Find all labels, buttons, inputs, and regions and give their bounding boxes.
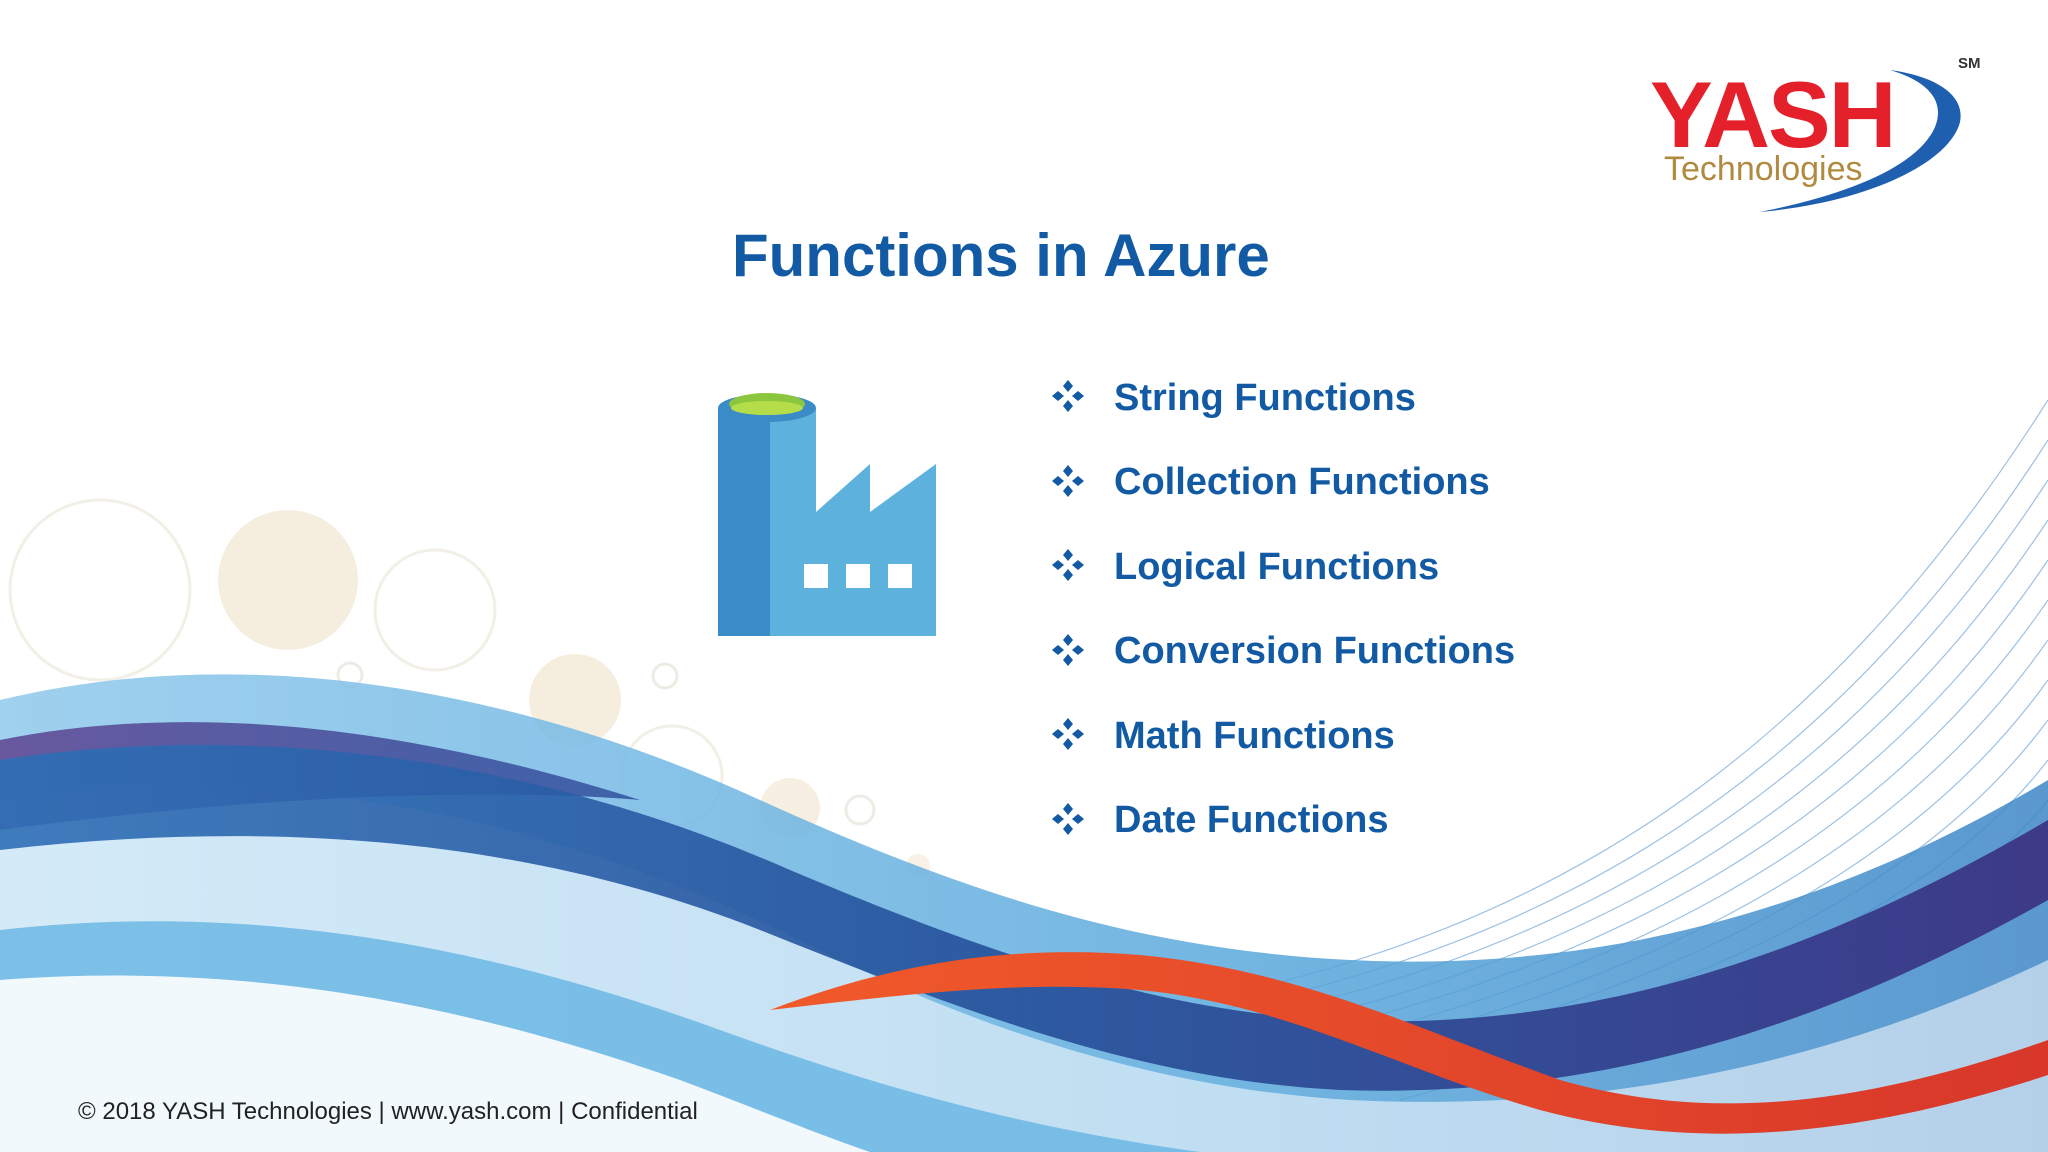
list-item: Logical Functions (1050, 525, 1515, 610)
list-item-label: Logical Functions (1114, 545, 1440, 588)
four-diamond-bullet-icon (1050, 632, 1100, 672)
four-diamond-bullet-icon (1050, 547, 1100, 587)
functions-list: String Functions Collection Functions Lo… (1050, 356, 1515, 863)
list-item: Conversion Functions (1050, 610, 1515, 695)
list-item: String Functions (1050, 356, 1515, 441)
logo-wordmark: YASH (1650, 62, 1897, 167)
logo-swoosh (1760, 70, 1961, 212)
logo-service-mark: SM (1958, 55, 1981, 72)
four-diamond-bullet-icon (1050, 463, 1100, 503)
list-item-label: Conversion Functions (1114, 630, 1516, 673)
list-item-label: Math Functions (1114, 714, 1395, 757)
slide-footer: © 2018 YASH Technologies | www.yash.com … (78, 1098, 698, 1125)
list-item: Date Functions (1050, 779, 1515, 864)
wave-bottom-white (0, 975, 870, 1152)
list-item-label: Collection Functions (1114, 461, 1490, 504)
four-diamond-bullet-icon (1050, 378, 1100, 418)
list-item-label: String Functions (1114, 376, 1416, 419)
azure-data-factory-icon (718, 393, 936, 636)
logo-subtitle: Technologies (1664, 150, 1863, 188)
list-item: Math Functions (1050, 694, 1515, 779)
slide-title: Functions in Azure (732, 222, 1270, 289)
list-item-label: Date Functions (1114, 799, 1389, 842)
four-diamond-bullet-icon (1050, 716, 1100, 756)
yash-technologies-logo: YASH Technologies SM (1640, 52, 1981, 222)
list-item: Collection Functions (1050, 441, 1515, 526)
wave-dark-blue (0, 744, 2048, 1091)
four-diamond-bullet-icon (1050, 801, 1100, 841)
wave-red-ribbon (770, 952, 2048, 1134)
